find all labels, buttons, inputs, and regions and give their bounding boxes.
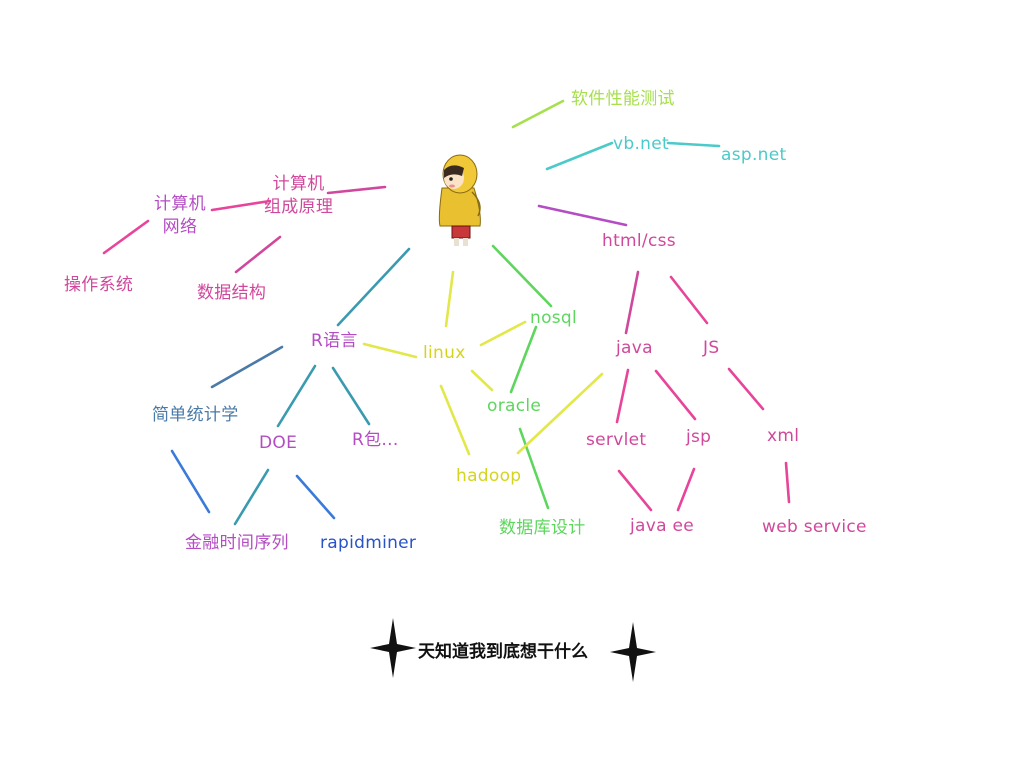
node-html-css: html/css [602,231,676,251]
connector-line [666,141,721,148]
connector-line [511,99,565,129]
connector-line [654,369,697,421]
node-software-perf-test: 软件性能测试 [571,89,675,109]
node-rapidminer: rapidminer [320,533,417,553]
node-xml: xml [767,426,800,446]
connector-line [362,342,418,359]
node-jsp: jsp [686,427,712,447]
node-linux: linux [423,343,466,363]
connector-line [545,141,614,171]
connector-line [518,427,550,510]
sparkle-star-icon [370,618,416,678]
connector-line [439,384,471,456]
connector-line [727,367,765,411]
node-oracle: oracle [487,396,542,416]
connector-line [615,368,630,424]
node-aspnet: asp.net [721,145,787,165]
node-computer-org: 计算机 组成原理 [264,174,334,217]
connector-line [470,369,494,392]
connector-line [210,199,272,212]
node-doe: DOE [259,433,298,453]
connector-line [326,185,387,195]
connector-line [617,469,653,512]
node-java-ee: java ee [630,516,695,536]
connector-line [624,270,640,335]
node-simple-stats: 简单统计学 [152,405,239,425]
connector-line [233,468,270,526]
connector-line [295,474,336,520]
connector-line [491,244,553,308]
node-os: 操作系统 [64,275,134,295]
node-java: java [616,338,653,358]
connector-line [170,449,211,514]
connector-line [537,204,628,227]
connector-line [676,467,696,512]
node-web-service: web service [762,517,867,537]
connector-line [669,275,709,325]
connector-line [479,320,527,347]
connector-line [509,325,538,394]
connector-line [784,461,791,504]
node-servlet: servlet [586,430,647,450]
connector-line [336,247,411,327]
connector-line [276,364,317,428]
footer-caption: 天知道我到底想干什么 [418,642,588,662]
node-fin-ts: 金融时间序列 [185,533,289,553]
node-nosql: nosql [530,308,578,328]
connector-line [102,219,150,255]
connector-line [331,366,371,426]
connector-line [444,270,455,328]
sparkle-star-icon [610,622,656,682]
connector-line [516,372,604,455]
node-r-lang: R语言 [311,331,358,351]
node-hadoop: hadoop [456,466,522,486]
connector-line [234,235,282,274]
node-js: JS [703,338,720,358]
node-computer-network: 计算机 网络 [154,194,206,237]
yellow-raincoat-child-icon [438,154,481,246]
node-db-design: 数据库设计 [499,518,586,538]
node-vbnet: vb.net [613,134,669,154]
node-data-structure: 数据结构 [197,283,267,303]
connector-line [210,345,284,389]
node-r-pkg: R包... [352,430,399,450]
